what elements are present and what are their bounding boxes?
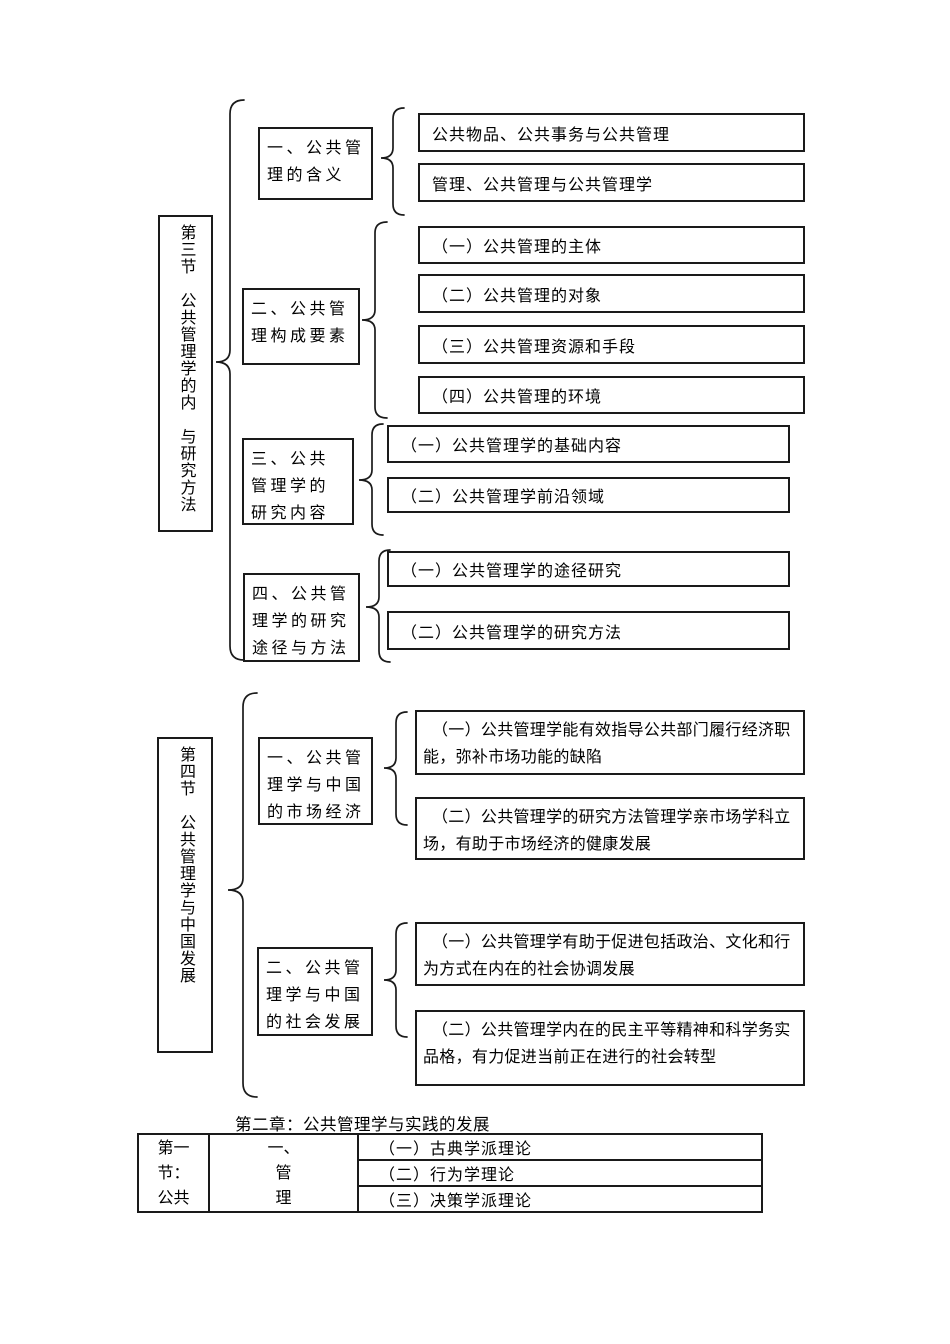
leaf-box: （二）公共管理学的研究方法 <box>387 611 790 650</box>
leaf-box: （二）公共管理的对象 <box>418 274 805 313</box>
table-col-topic: 一、 管 理 <box>210 1135 359 1211</box>
table-cell-line: 理 <box>275 1189 292 1207</box>
leaf-box: （二）公共管理学前沿领域 <box>387 477 790 513</box>
leaf-box: （一）公共管理学的基础内容 <box>387 425 790 463</box>
table-cell-line: 一、 <box>267 1139 300 1157</box>
section4-main-brace <box>227 692 258 1098</box>
section4-node-label: 第四节 公共管理学与中国发展 <box>177 746 194 984</box>
section4-branch2-box: 二、公共管理学与中国的社会发展 <box>257 947 373 1036</box>
leaf-box: （一）公共管理学有助于促进包括政治、文化和行为方式在内在的社会协调发展 <box>415 922 805 986</box>
section3-node-label: 第三节 公共管理学的内 与研究方法 <box>177 224 195 513</box>
table-row: （二）行为学理论 <box>359 1161 761 1187</box>
section3-branch4-box: 四、公共管理学的研究途径与方法 <box>243 573 360 662</box>
table-cell-line: 公共 <box>157 1189 190 1207</box>
leaf-box: 管理、公共管理与公共管理学 <box>418 163 805 202</box>
section3-branch4-brace <box>365 549 391 663</box>
table-cell-line: 管 <box>275 1164 292 1182</box>
leaf-box: （一）公共管理的主体 <box>418 226 805 264</box>
table-col-theories: （一）古典学派理论 （二）行为学理论 （三）决策学派理论 <box>359 1135 761 1211</box>
section3-branch2-brace <box>361 221 388 419</box>
section4-branch2-brace <box>383 922 408 1038</box>
leaf-box: （四）公共管理的环境 <box>418 376 805 414</box>
section4-node-box: 第四节 公共管理学与中国发展 <box>157 737 213 1053</box>
table-row: （三）决策学派理论 <box>379 1193 533 1210</box>
leaf-box: 公共物品、公共事务与公共管理 <box>418 113 805 152</box>
chapter2-table: 第一 节： 公共 一、 管 理 （一）古典学派理论 （二）行为学理论 （三）决策… <box>137 1133 763 1213</box>
table-col-section: 第一 节： 公共 <box>139 1135 210 1211</box>
section3-branch1-box: 一、公共管理的含义 <box>258 127 373 200</box>
leaf-box: （一）公共管理学的途径研究 <box>387 551 790 587</box>
leaf-box: （三）公共管理资源和手段 <box>418 325 805 364</box>
section3-main-brace <box>215 99 245 661</box>
leaf-box: （一）公共管理学能有效指导公共部门履行经济职能，弥补市场功能的缺陷 <box>415 710 805 775</box>
chapter2-heading: 第二章：公共管理学与实践的发展 <box>235 1115 490 1134</box>
section3-branch3-brace <box>358 423 384 536</box>
section3-branch3-box: 三、公共管理学的研究内容 <box>242 438 354 525</box>
table-row: （一）古典学派理论 <box>359 1135 761 1161</box>
section3-node-box: 第三节 公共管理学的内 与研究方法 <box>158 215 213 532</box>
leaf-box: （二）公共管理学的研究方法管理学亲市场学科立场，有助于市场经济的健康发展 <box>415 797 805 860</box>
section4-branch1-brace <box>383 711 408 826</box>
section3-branch2-box: 二、公共管理构成要素 <box>242 288 360 365</box>
table-cell-line: 节： <box>157 1164 190 1182</box>
leaf-box: （二）公共管理学内在的民主平等精神和科学务实品格，有力促进当前正在进行的社会转型 <box>415 1010 805 1086</box>
section4-branch1-box: 一、公共管理学与中国的市场经济 <box>258 737 373 825</box>
table-cell-line: 第一 <box>157 1139 190 1157</box>
section3-branch1-brace <box>380 107 405 216</box>
